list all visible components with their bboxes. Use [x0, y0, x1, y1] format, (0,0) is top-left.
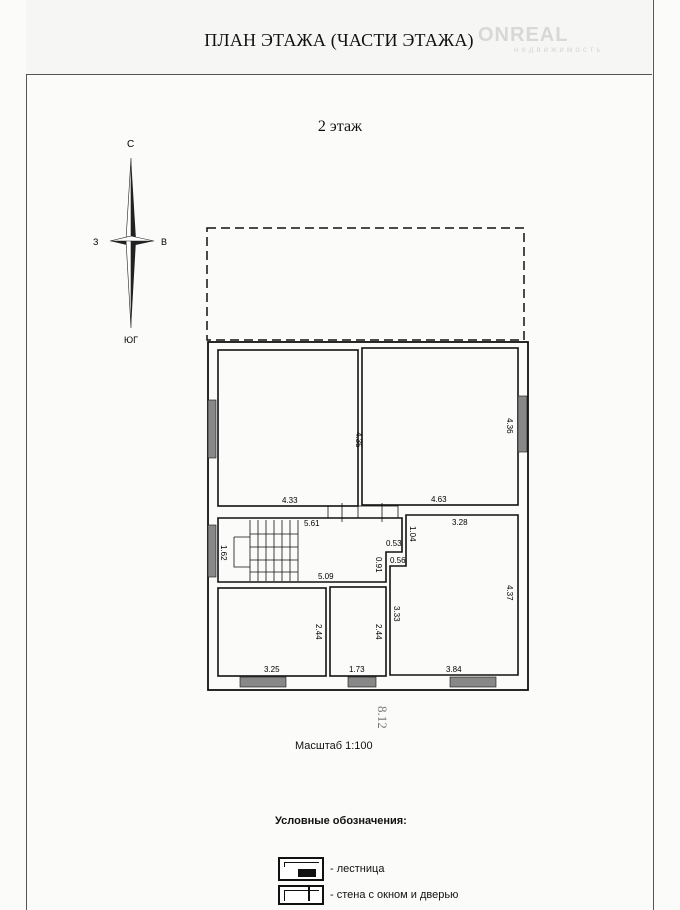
- dashed-outline: [206, 227, 525, 341]
- dim-room4-width: 3.25: [264, 665, 280, 674]
- outer-wall: [207, 341, 529, 691]
- room-1: [217, 349, 359, 507]
- dim-room5-width: 1.73: [349, 665, 365, 674]
- dim-hall-step-d: 1.04: [408, 526, 417, 542]
- dim-room3-side: 3.33: [392, 606, 401, 622]
- legend-item-wall: - стена с окном и дверью: [278, 885, 458, 905]
- stairs-icon: [278, 857, 324, 881]
- scale-label: Масштаб 1:100: [295, 740, 373, 752]
- dim-hall-step-c: 0.91: [374, 557, 383, 573]
- floor-label: 2 этаж: [317, 118, 363, 135]
- room-2: [361, 347, 519, 506]
- dim-room3-width: 3.28: [452, 518, 468, 527]
- dim-hall-bottom: 5.09: [318, 572, 334, 581]
- legend-item-stairs: - лестница: [278, 857, 384, 881]
- compass-east: В: [161, 237, 167, 247]
- room-4: [217, 587, 327, 677]
- legend-label-wall: - стена с окном и дверью: [330, 889, 459, 901]
- compass-south: ЮГ: [124, 335, 138, 345]
- dim-hall-width: 5.61: [304, 519, 320, 528]
- dim-room3-bottom: 3.84: [446, 665, 462, 674]
- page-title: ПЛАН ЭТАЖА (ЧАСТИ ЭТАЖА): [204, 30, 474, 50]
- compass-north: С: [127, 139, 134, 150]
- page-frame: [26, 0, 654, 910]
- dim-room2-height: 4.36: [505, 418, 514, 434]
- window-icons: [207, 395, 528, 688]
- dim-room3-height: 4.37: [505, 585, 514, 601]
- wall-window-door-icon: [278, 885, 324, 905]
- dim-hall-step-b: 0.56: [390, 556, 406, 565]
- dim-hall-step-a: 0.53: [386, 539, 402, 548]
- dim-room1-height: 4.35: [354, 432, 363, 448]
- stairs-icon: [233, 520, 299, 581]
- room-5: [329, 586, 387, 677]
- watermark-subtext: недвижимость: [514, 45, 604, 54]
- header: ПЛАН ЭТАЖА (ЧАСТИ ЭТАЖА): [26, 0, 652, 75]
- handwritten-note: 8.12: [375, 706, 390, 729]
- dim-room2-width: 4.63: [431, 495, 447, 504]
- room-3: [389, 514, 519, 676]
- compass-west: З: [93, 237, 98, 247]
- dim-room1-width: 4.33: [282, 496, 298, 505]
- dim-room5-height: 2.44: [374, 624, 383, 640]
- dim-hall-side: 1.62: [219, 545, 228, 561]
- dim-room4-height: 2.44: [314, 624, 323, 640]
- compass-icon: [109, 157, 155, 329]
- legend-title: Условные обозначения:: [275, 815, 407, 827]
- hall: [217, 517, 403, 583]
- watermark-text: ONREAL: [478, 24, 569, 46]
- door-marks: [327, 503, 399, 522]
- legend-label-stairs: - лестница: [330, 863, 385, 875]
